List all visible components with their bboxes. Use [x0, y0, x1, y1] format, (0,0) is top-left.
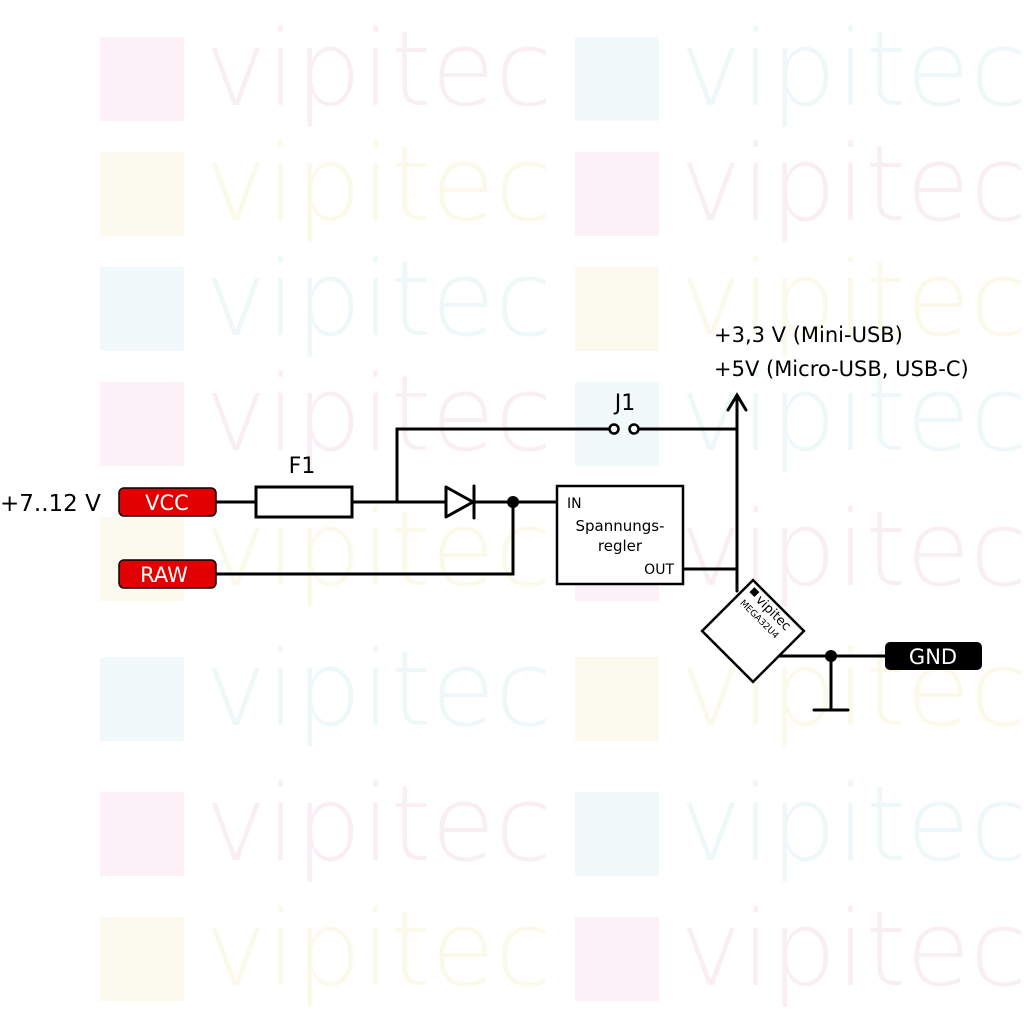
watermark-logo-icon [100, 917, 184, 1001]
vcc-pin: VCC [118, 487, 217, 517]
regulator-out-label: OUT [644, 562, 674, 578]
watermark-text: vipitec [205, 763, 552, 885]
watermark-text: vipitec [680, 888, 1024, 1010]
jumper-label: J1 [613, 391, 636, 416]
mcu-chip: vipitec MEGA32U4 [700, 578, 806, 684]
watermark-text: vipitec [205, 238, 552, 360]
gnd-pin: GND [885, 642, 982, 670]
output-label-line2: +5V (Micro-USB, USB-C) [714, 357, 969, 381]
watermark-text: vipitec [680, 763, 1024, 885]
output-arrow-icon [726, 392, 748, 412]
watermark-text: vipitec [205, 8, 552, 130]
voltage-regulator: IN Spannungs- regler OUT [555, 484, 685, 586]
watermark-logo-icon [575, 152, 659, 236]
jumper-j1: J1 [608, 391, 640, 435]
watermark-logo-icon [100, 37, 184, 121]
watermark-text: vipitec [680, 123, 1024, 245]
junction-dot-gnd [825, 650, 837, 662]
fuse-f1: F1 [254, 454, 354, 519]
watermark-logo-icon [100, 792, 184, 876]
watermark-logo-icon [575, 657, 659, 741]
watermark-logo-icon [575, 267, 659, 351]
watermark-logo-icon [100, 657, 184, 741]
watermark-logo-icon [100, 382, 184, 466]
watermark-logo-icon [100, 152, 184, 236]
watermark-text: vipitec [680, 8, 1024, 130]
raw-pin: RAW [118, 559, 217, 589]
watermark-text: vipitec [680, 238, 1024, 360]
watermark-text: vipitec [680, 488, 1024, 610]
watermark-text: vipitec [205, 353, 552, 475]
watermark-logo-icon [575, 382, 659, 466]
raw-pin-label: RAW [140, 563, 188, 587]
watermark-text: vipitec [205, 888, 552, 1010]
output-label-line1: +3,3 V (Mini-USB) [714, 323, 903, 347]
regulator-in-label: IN [567, 496, 582, 512]
diode-icon [444, 484, 476, 520]
vcc-pin-label: VCC [145, 491, 189, 515]
junction-dot-diode [507, 496, 519, 508]
watermark-logo-icon [575, 792, 659, 876]
input-voltage-label: +7..12 V [0, 491, 101, 517]
watermark-logo-icon [100, 267, 184, 351]
watermark-logo-icon [575, 37, 659, 121]
watermark-text: vipitec [205, 628, 552, 750]
watermark-text: vipitec [205, 123, 552, 245]
fuse-label: F1 [289, 454, 316, 479]
watermark-logo-icon [575, 917, 659, 1001]
regulator-name-line1: Spannungs- [575, 517, 664, 535]
gnd-pin-label: GND [909, 645, 957, 669]
regulator-name-line2: regler [598, 537, 643, 555]
